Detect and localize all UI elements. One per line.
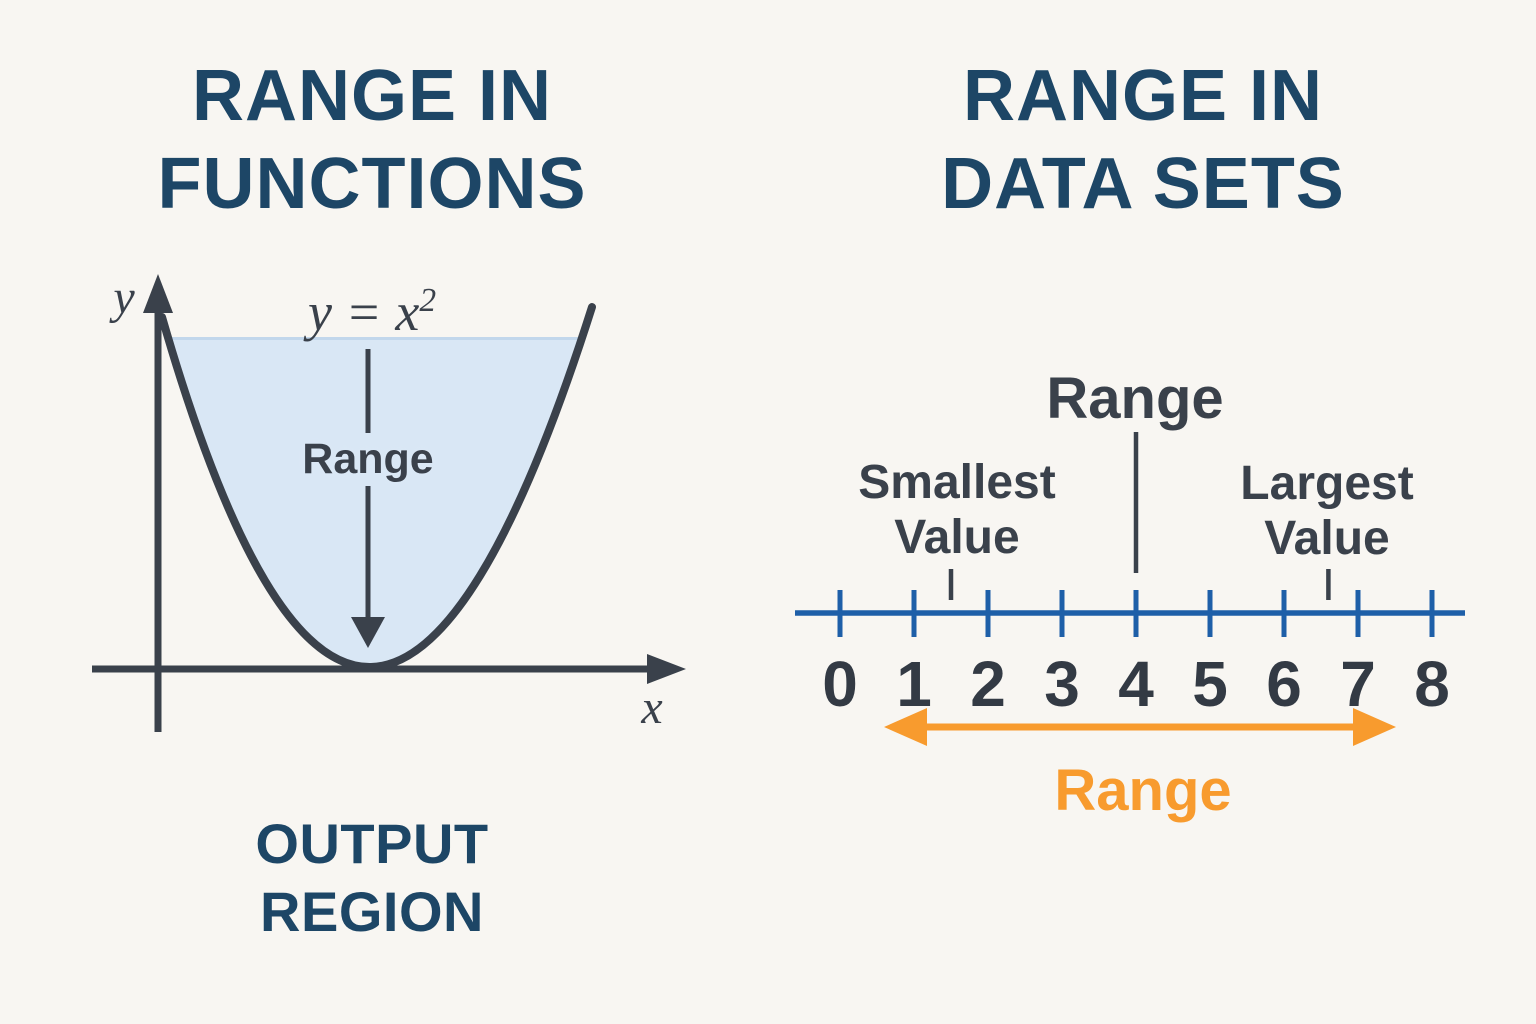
function-range-label: Range (302, 435, 434, 483)
number-line-tick-label: 1 (896, 648, 932, 720)
y-axis-arrowhead-icon (143, 274, 173, 313)
orange-range-label: Range (1054, 758, 1232, 823)
number-line-tick-label: 3 (1044, 648, 1080, 720)
right-title-line1: RANGE IN (962, 56, 1324, 136)
range-heading: Range (1046, 366, 1224, 431)
number-line-ticks (837, 432, 1435, 637)
orange-range-arrow-right-head-icon (1353, 708, 1396, 746)
formula-base: y = x (307, 282, 420, 342)
function-formula: y = x2 (308, 272, 436, 341)
largest-label-line2: Value (1264, 512, 1390, 565)
left-title-line1: RANGE IN (191, 56, 553, 136)
smallest-value-label: Smallest Value (858, 455, 1055, 565)
number-line-tick-label: 5 (1192, 648, 1228, 720)
orange-range-arrow-left-head-icon (884, 708, 927, 746)
largest-label-line1: Largest (1240, 457, 1414, 510)
number-line-tick-label: 0 (822, 648, 858, 720)
caption-line1: OUTPUT (255, 812, 489, 875)
number-line-tick-label: 8 (1414, 648, 1450, 720)
caption-line2: REGION (260, 880, 484, 943)
parabola-curve (158, 303, 596, 671)
number-line-tick-label: 7 (1340, 648, 1376, 720)
y-axis-label: y (113, 271, 135, 324)
number-line-tick-label: 4 (1118, 648, 1154, 720)
number-line-tick-label: 2 (970, 648, 1006, 720)
number-line-tick-label: 6 (1266, 648, 1302, 720)
right-title-line2: DATA SETS (941, 144, 1345, 224)
output-region-caption: OUTPUT REGION (72, 810, 672, 946)
x-axis-arrowhead-icon (647, 654, 686, 684)
right-panel-title: RANGE IN DATA SETS (840, 52, 1446, 228)
largest-value-label: Largest Value (1240, 456, 1413, 566)
left-panel-title: RANGE IN FUNCTIONS (70, 52, 674, 228)
range-arrow-down-arrowhead-icon (351, 617, 385, 648)
formula-exponent: 2 (419, 282, 437, 319)
x-axis-label: x (641, 681, 663, 734)
smallest-label-line2: Value (894, 511, 1020, 564)
smallest-label-line1: Smallest (858, 456, 1056, 509)
left-title-line2: FUNCTIONS (157, 144, 587, 224)
